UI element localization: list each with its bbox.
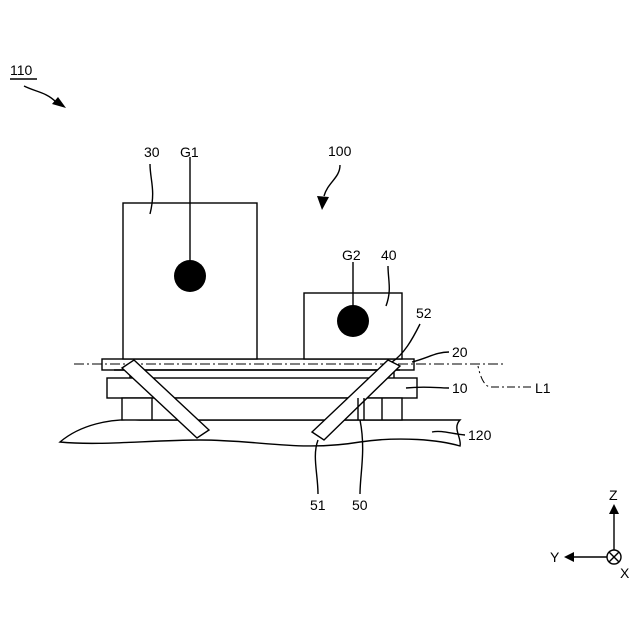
ref-51-label: 51 — [310, 497, 326, 513]
cog-g2-marker — [337, 305, 369, 337]
ref-g1-label: G1 — [180, 144, 199, 160]
ref-10-leader — [406, 387, 449, 388]
z-axis-arrowhead — [609, 504, 619, 514]
ref-20-leader — [412, 352, 449, 362]
ref-110-arrowhead — [52, 97, 66, 108]
ref-30-label: 30 — [144, 144, 160, 160]
ref-g2-label: G2 — [342, 247, 361, 263]
ref-120-label: 120 — [468, 427, 492, 443]
y-axis-arrowhead — [564, 552, 574, 562]
ref-40-label: 40 — [381, 247, 397, 263]
y-axis-label: Y — [550, 549, 560, 565]
x-axis-label: X — [620, 565, 630, 581]
ref-l1-leader — [478, 366, 531, 387]
ref-l1-label: L1 — [535, 380, 551, 396]
z-axis-label: Z — [609, 487, 618, 503]
ref-20-label: 20 — [452, 344, 468, 360]
cog-g1-marker — [174, 260, 206, 292]
ref-110-arrow-line — [24, 86, 56, 102]
ref-110-label: 110 — [10, 62, 33, 78]
ground-120 — [60, 420, 460, 446]
ref-50-label: 50 — [352, 497, 368, 513]
ref-51-leader — [315, 440, 318, 494]
ref-10-label: 10 — [452, 380, 468, 396]
ref-100-arrowhead — [317, 196, 329, 210]
ref-100-arrow-line — [324, 165, 340, 196]
coordinate-axes: Z Y X — [550, 487, 630, 581]
ref-100-label: 100 — [328, 143, 352, 159]
ref-52-label: 52 — [416, 305, 432, 321]
